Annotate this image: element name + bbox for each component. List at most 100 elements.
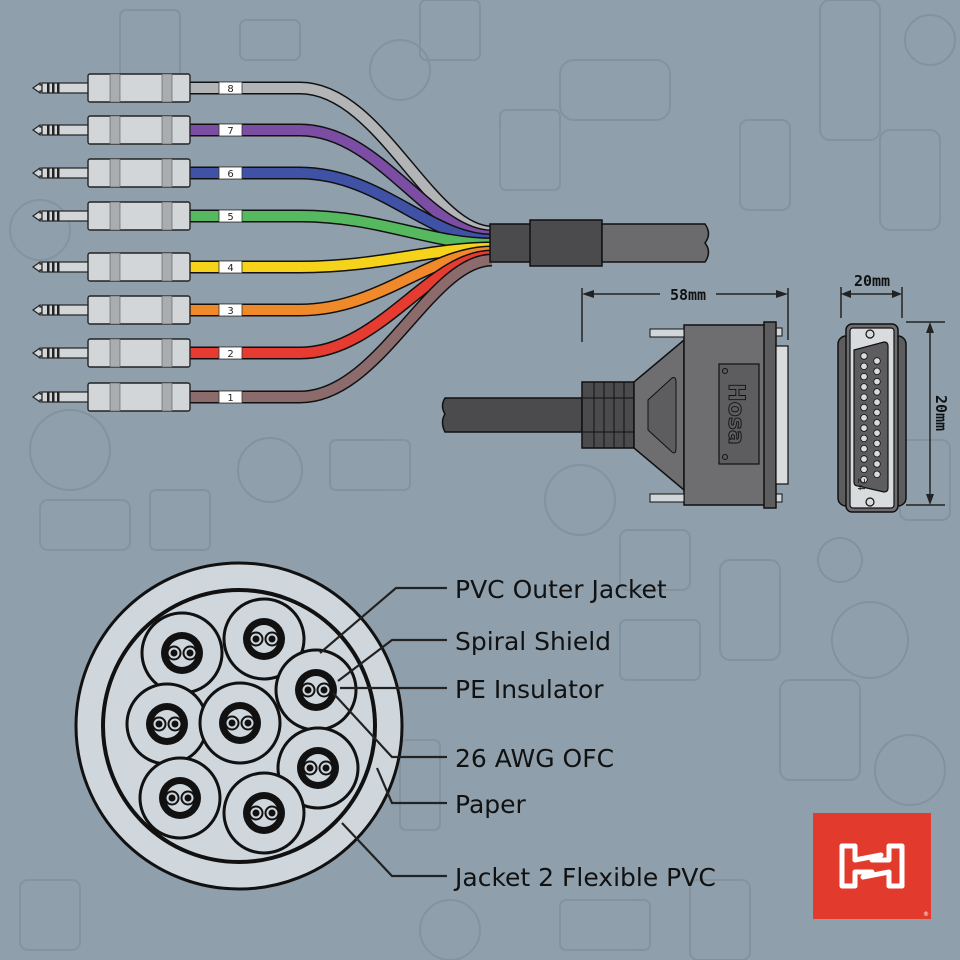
background-connector-outline [619,619,701,681]
plug-ring [47,262,50,272]
channel-number-label: 7 [227,126,233,137]
plug-ring [52,305,55,315]
db25-pin [873,450,881,458]
db25-connector-face: 20mm 24 20mm [837,272,950,513]
plug-grip [109,73,121,103]
plug-body [87,158,191,188]
label-jacket-2-flexible-pvc: Jacket 2 Flexible PVC [453,863,716,892]
face-width-label: 20mm [854,272,890,290]
plug-tip [31,303,43,317]
trs-plug-4 [31,252,191,282]
shielded-pair [125,682,209,766]
plug-ring [57,262,60,272]
conductor-copper [322,764,330,772]
background-connector-outline [689,879,751,960]
db25-pin [873,367,881,375]
background-connector-outline [119,9,181,81]
plug-tip [31,81,43,95]
plug-body [87,115,191,145]
plug-grip [161,158,173,188]
plug-ring [47,305,50,315]
plug-tip [31,346,43,360]
db25-pin [860,414,868,422]
background-connector-outline [831,601,909,679]
shielded-pair [198,681,282,765]
plug-grip [161,252,173,282]
label-pvc-outer-jacket: PVC Outer Jacket [455,575,667,604]
db25-pin [860,362,868,370]
plug-ring [47,168,50,178]
db25-connector-side: Hosa [441,321,789,509]
plug-tip [31,209,43,223]
conductor-copper [320,686,328,694]
length-dimension: 58mm [581,286,789,342]
trs-plug-8 [31,73,191,103]
plug-grip [109,158,121,188]
plug-ring [52,211,55,221]
background-connector-outline [29,409,111,491]
db25-pin [860,383,868,391]
conductor-copper [268,809,276,817]
plug-grip [161,295,173,325]
plug-grip [109,382,121,412]
plug-grip [109,252,121,282]
db25-pin-array [860,352,881,484]
shielded-pair [274,648,358,732]
conductor-copper [228,719,236,727]
background-connector-outline [419,899,481,960]
db25-pin [873,398,881,406]
conductor-copper [168,794,176,802]
cross-section-labels: PVC Outer Jacket Spiral Shield PE Insula… [453,575,716,892]
shielded-pair [140,611,224,695]
db25-pin [873,408,881,417]
background-connector-outline [817,537,863,583]
plug-ring [57,211,60,221]
background-connector-outline [369,39,431,101]
plug-tip [31,123,43,137]
channel-tag [218,346,243,360]
plug-grip [161,115,173,145]
background-connector-outline [499,109,561,191]
hosa-logo: ® [813,813,931,919]
plug-grip [161,201,173,231]
background-connector-outline [19,879,81,951]
plug-tip [31,390,43,404]
background-connector-outline [419,0,481,61]
leader-lines [319,586,447,878]
channel-number-label: 6 [227,169,233,180]
plug-tip [31,260,43,274]
length-label: 58mm [670,286,706,304]
db25-pin [873,388,881,396]
db25-pin [860,393,868,401]
db25-pin [860,434,868,443]
plug-ring [47,348,50,358]
channel-number-label: 2 [227,349,233,360]
plug-grip [161,382,173,412]
plug-grip [161,338,173,368]
background-connector-outline [239,19,301,61]
label-pe-insulator: PE Insulator [455,675,604,704]
trs-plug-7 [31,115,191,145]
plug-grip [109,115,121,145]
background-connector-outline [899,439,951,521]
db25-pin [860,403,868,412]
conductor-copper [170,649,178,657]
plug-body [87,295,191,325]
db25-pin [873,429,881,437]
background-connector-outline [559,899,651,951]
channel-tag [218,260,243,274]
face-height-label: 20mm [932,395,950,431]
conductor-copper [244,719,252,727]
db25-pin [860,465,868,473]
plug-ring [57,168,60,178]
channel-number-label: 4 [227,263,233,274]
channel-tag [218,303,243,317]
trs-plug-3 [31,295,191,325]
db25-pin [873,439,881,448]
shielded-pair [276,726,360,810]
plug-ring [57,305,60,315]
channel-tag [218,390,243,404]
plug-ring [52,348,55,358]
